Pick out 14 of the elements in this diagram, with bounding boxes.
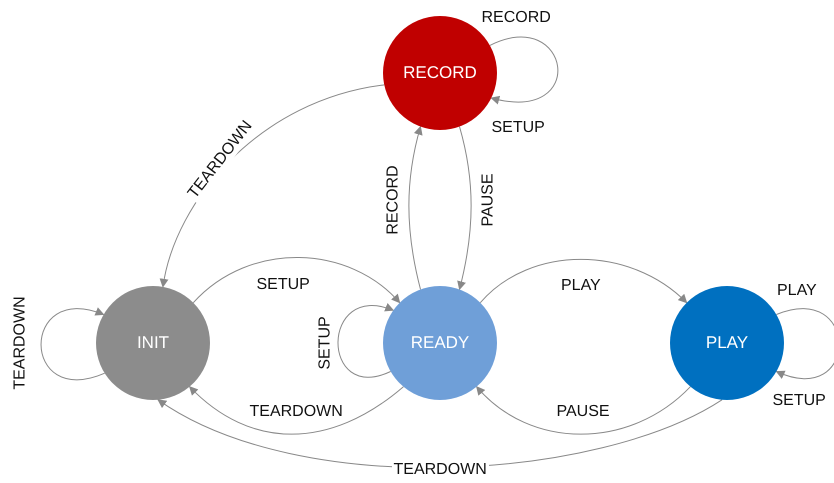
transition-arrow xyxy=(457,126,472,290)
state-name: READY xyxy=(410,333,470,353)
transition-arrow xyxy=(408,126,423,290)
transition-arrow xyxy=(192,257,400,304)
transition-arrow xyxy=(776,308,834,379)
state-name: RECORD xyxy=(403,63,477,83)
transition-arrow xyxy=(476,386,691,435)
transition-arrow xyxy=(40,308,106,380)
transition-arrow xyxy=(188,386,404,435)
transition-arrow xyxy=(489,36,558,104)
transition-arrow xyxy=(338,304,394,378)
state-name: INIT xyxy=(136,333,170,353)
transition-arrow xyxy=(480,258,688,304)
state-name: PLAY xyxy=(706,333,748,353)
